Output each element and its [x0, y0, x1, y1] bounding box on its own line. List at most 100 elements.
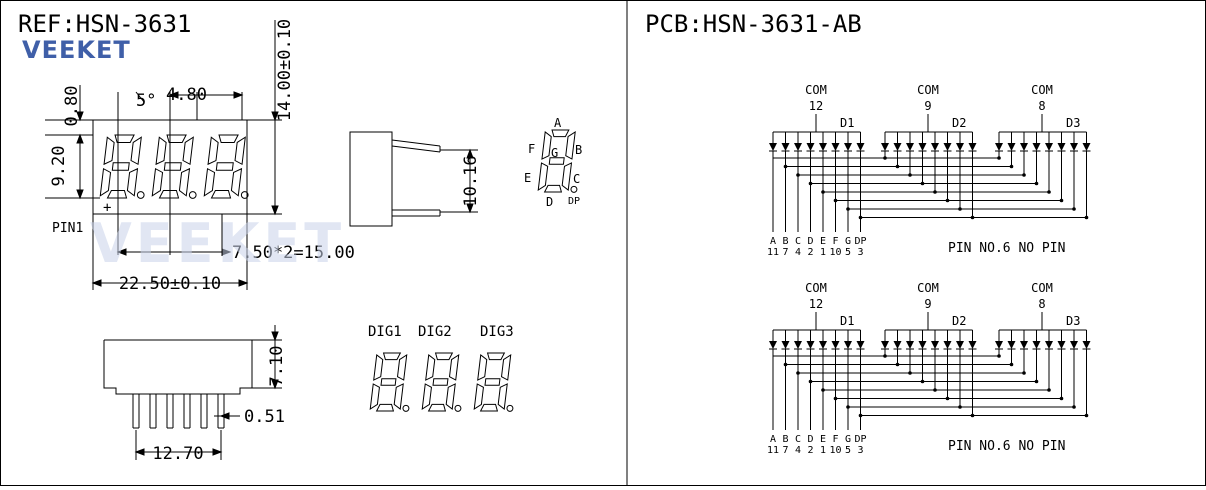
diode-a	[995, 143, 1003, 151]
diode-e	[931, 143, 939, 151]
diode-g	[1070, 341, 1078, 349]
diode-c	[906, 341, 914, 349]
com-pin-number: 8	[1038, 297, 1045, 311]
diode-g	[844, 341, 852, 349]
diode-b	[782, 341, 790, 349]
diode-e	[1045, 341, 1053, 349]
segment-label-d: D	[546, 195, 553, 209]
diode-d	[1033, 341, 1041, 349]
front-digits	[100, 135, 248, 198]
bottom-pins	[133, 394, 224, 428]
diode-f	[944, 341, 952, 349]
segment-name-b: B	[782, 434, 788, 445]
diode-a	[995, 341, 1003, 349]
diode-b	[894, 341, 902, 349]
common-group-3: COM8D3	[995, 83, 1091, 218]
no-pin-note: PIN NO.6 NO PIN	[948, 241, 1065, 256]
front-digit-1	[100, 135, 144, 198]
segment-name-d: D	[807, 434, 813, 445]
digit-label-1: DIG1	[368, 324, 402, 340]
segment-a	[384, 353, 401, 360]
dim-digit-width: 4.80	[166, 85, 207, 105]
diode-b	[782, 143, 790, 151]
segment-f	[478, 355, 487, 380]
right-panel-title: PCB:HSN-3631-AB	[645, 10, 862, 38]
side-view	[350, 132, 478, 226]
segment-label-f: F	[528, 142, 535, 156]
pin-2	[150, 394, 156, 428]
segment-pin-e: 1	[820, 247, 826, 258]
segment-b	[566, 132, 575, 159]
com-label: COM	[1031, 281, 1053, 295]
segment-pin-d: 2	[807, 445, 813, 456]
segment-pin-g: 5	[845, 445, 851, 456]
segment-c	[446, 384, 455, 409]
segment-name-g: G	[845, 434, 851, 445]
segment-a	[488, 353, 505, 360]
segment-c	[562, 163, 571, 190]
segment-dp	[571, 186, 577, 192]
segment-e	[474, 384, 483, 409]
dim-top-margin: 0.80	[62, 86, 82, 127]
segment-d	[377, 404, 394, 411]
segment-dp	[507, 405, 513, 411]
segment-e	[422, 384, 431, 409]
segment-name-dp: DP	[854, 434, 866, 445]
segment-pin-a: 11	[767, 247, 779, 258]
diode-a	[769, 143, 777, 151]
segment-f	[426, 355, 435, 380]
segment-name-a: A	[770, 236, 776, 247]
circuit-diagram-2: COM12D1COM9D2COM8D3A11B7C4D2E1F10G5DP3PI…	[767, 281, 1091, 456]
segment-e	[204, 169, 214, 196]
segment-label-c: C	[573, 172, 580, 186]
diode-g	[1070, 143, 1078, 151]
segment-e	[370, 384, 379, 409]
segment-pin-c: 4	[795, 445, 801, 456]
diode-c	[1020, 143, 1028, 151]
segment-d	[481, 404, 498, 411]
segment-b	[235, 137, 245, 164]
diode-c	[1020, 341, 1028, 349]
segment-d	[545, 185, 562, 192]
pin1-label: PIN1	[52, 221, 83, 236]
segment-g	[164, 163, 181, 170]
bottom-view	[104, 325, 282, 460]
diode-d	[919, 143, 927, 151]
segment-pin-f: 10	[829, 445, 841, 456]
segment-f	[208, 137, 218, 164]
digit-label-3: DIG3	[480, 324, 514, 340]
segment-name-f: F	[832, 236, 838, 247]
dim-height-total: 14.00±0.10	[275, 19, 295, 121]
segment-pin-g: 5	[845, 247, 851, 258]
segment-g	[112, 163, 129, 170]
digit-label: D2	[952, 314, 966, 328]
segment-a	[219, 135, 238, 142]
diode-d	[919, 341, 927, 349]
segment-g	[433, 379, 448, 386]
segment-label-b: B	[575, 143, 582, 157]
digit-2	[422, 353, 461, 411]
segment-c	[179, 169, 189, 196]
com-pin-number: 12	[809, 99, 823, 113]
pin-5	[201, 394, 207, 428]
dim-digit-height: 9.20	[49, 146, 69, 187]
diode-dp	[1083, 341, 1091, 349]
diode-g	[956, 341, 964, 349]
segment-b	[502, 355, 511, 380]
segment-name-c: C	[795, 434, 801, 445]
diode-f	[832, 143, 840, 151]
segment-g	[216, 163, 233, 170]
diode-a	[769, 341, 777, 349]
dim-pin-width: 0.51	[244, 407, 285, 427]
com-label: COM	[805, 281, 827, 295]
segment-name-b: B	[782, 236, 788, 247]
com-pin-number: 12	[809, 297, 823, 311]
diode-f	[1058, 341, 1066, 349]
segment-pin-a: 11	[767, 445, 779, 456]
segment-label-e: E	[524, 171, 531, 185]
diode-a	[881, 341, 889, 349]
digit-label: D2	[952, 116, 966, 130]
segment-map	[538, 130, 577, 192]
diode-d	[807, 143, 815, 151]
segment-g	[381, 379, 396, 386]
